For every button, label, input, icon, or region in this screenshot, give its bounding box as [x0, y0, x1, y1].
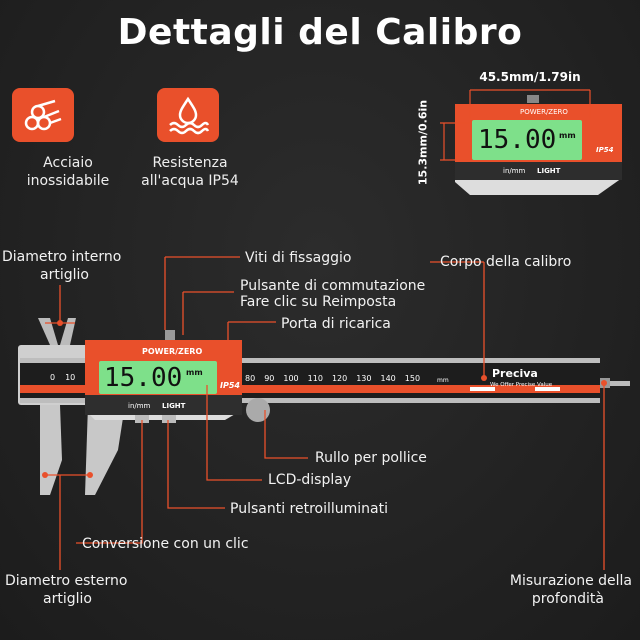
tick: 150 [404, 374, 421, 383]
label-depth-2: profondità [531, 591, 604, 607]
tick: 0 [50, 373, 56, 382]
light-button[interactable]: LIGHT [162, 402, 186, 410]
tick: 80 [245, 374, 256, 383]
display-diagram [440, 89, 622, 195]
label-conversion: Conversione con un clic [82, 536, 249, 552]
tick: 140 [380, 374, 396, 383]
water-drop-icon [157, 88, 219, 142]
display-width: 45.5mm/1.79in [479, 70, 581, 84]
lcd-reading: 15.00 [104, 363, 183, 393]
power-zero-button[interactable]: POWER/ZERO [142, 347, 203, 356]
small-lcd-reading: 15.00 [478, 125, 557, 155]
steel-rods-icon [12, 88, 74, 142]
page-title: Dettagli del Calibro [117, 12, 523, 53]
small-light-label: LIGHT [537, 167, 561, 175]
label-outer-jaw: Diametro esterno [5, 573, 128, 589]
scale-left: 0 10 [50, 373, 75, 383]
unit-mm: mm [437, 377, 449, 384]
tick: 10 [65, 373, 76, 382]
label-depth: Misurazione della [509, 573, 632, 589]
label-roller: Rullo per pollice [315, 450, 427, 466]
brand-slogan: We Offer Precise Value [490, 382, 553, 388]
label-lcd: LCD-display [268, 472, 352, 488]
label-screws: Viti di fissaggio [245, 250, 352, 266]
small-power-label: POWER/ZERO [520, 108, 568, 116]
label-backlight: Pulsanti retroilluminati [230, 501, 388, 517]
tick: 120 [331, 374, 348, 383]
small-lcd-unit: mm [559, 131, 576, 140]
label-charging: Porta di ricarica [281, 316, 391, 332]
scale-right: 80 90 100 110 120 130 140 150 [245, 374, 420, 384]
inmm-button[interactable]: in/mm [128, 402, 151, 410]
label-outer-jaw-2: artiglio [43, 591, 92, 607]
label-inner-jaw-2: artiglio [40, 267, 89, 283]
leader-lines [45, 256, 605, 570]
small-ip-label: IP54 [596, 146, 614, 154]
tick: 100 [283, 374, 299, 383]
unit-in: in [439, 386, 445, 393]
brand-logo: Preciva [492, 367, 538, 380]
caliper [18, 318, 630, 495]
label-switch-2: Fare clic su Reimposta [240, 294, 397, 310]
display-height: 15.3mm/0.6in [416, 99, 430, 186]
label-inner-jaw: Diametro interno [2, 249, 122, 265]
small-inmm-label: in/mm [503, 167, 526, 175]
tick: 90 [264, 374, 275, 383]
label-switch: Pulsante di commutazione [240, 278, 426, 294]
lcd-unit: mm [186, 368, 203, 377]
label-body: Corpo della calibro [440, 254, 572, 270]
tick: 110 [307, 374, 323, 383]
ip-label: IP54 [220, 381, 240, 390]
tick: 130 [356, 374, 372, 383]
